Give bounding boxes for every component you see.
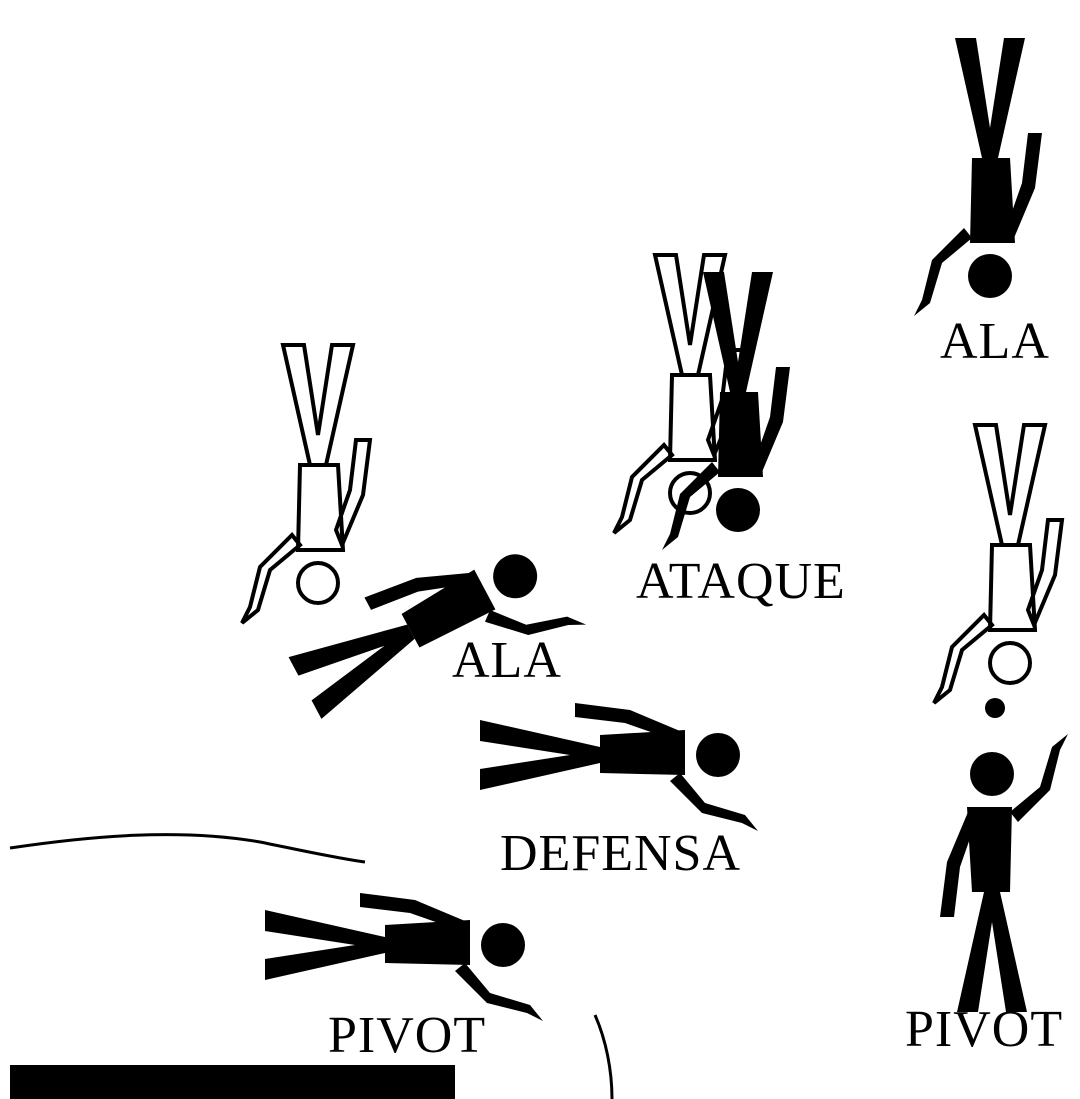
ball [985,698,1005,718]
court-line-left [10,835,365,862]
player-pivot-right [940,734,1068,1012]
player-pivot-bottom [265,893,543,1021]
player-ala-left-ghost [242,345,370,623]
label-ala-left: ALA [452,632,562,689]
player-defensa [480,703,758,831]
player-ataque [662,272,790,550]
label-pivot-right: PIVOT [905,1001,1063,1058]
label-pivot-bottom: PIVOT [328,1007,486,1064]
label-ataque: ATAQUE [636,553,846,610]
player-pivot-right-ghost [934,425,1062,703]
player-ala-top-right [914,38,1042,316]
label-ala-top-right: ALA [940,313,1050,370]
court-arc-bottom [595,1015,612,1099]
label-defensa: DEFENSA [500,825,741,882]
court-bar-bottom [10,1065,455,1099]
